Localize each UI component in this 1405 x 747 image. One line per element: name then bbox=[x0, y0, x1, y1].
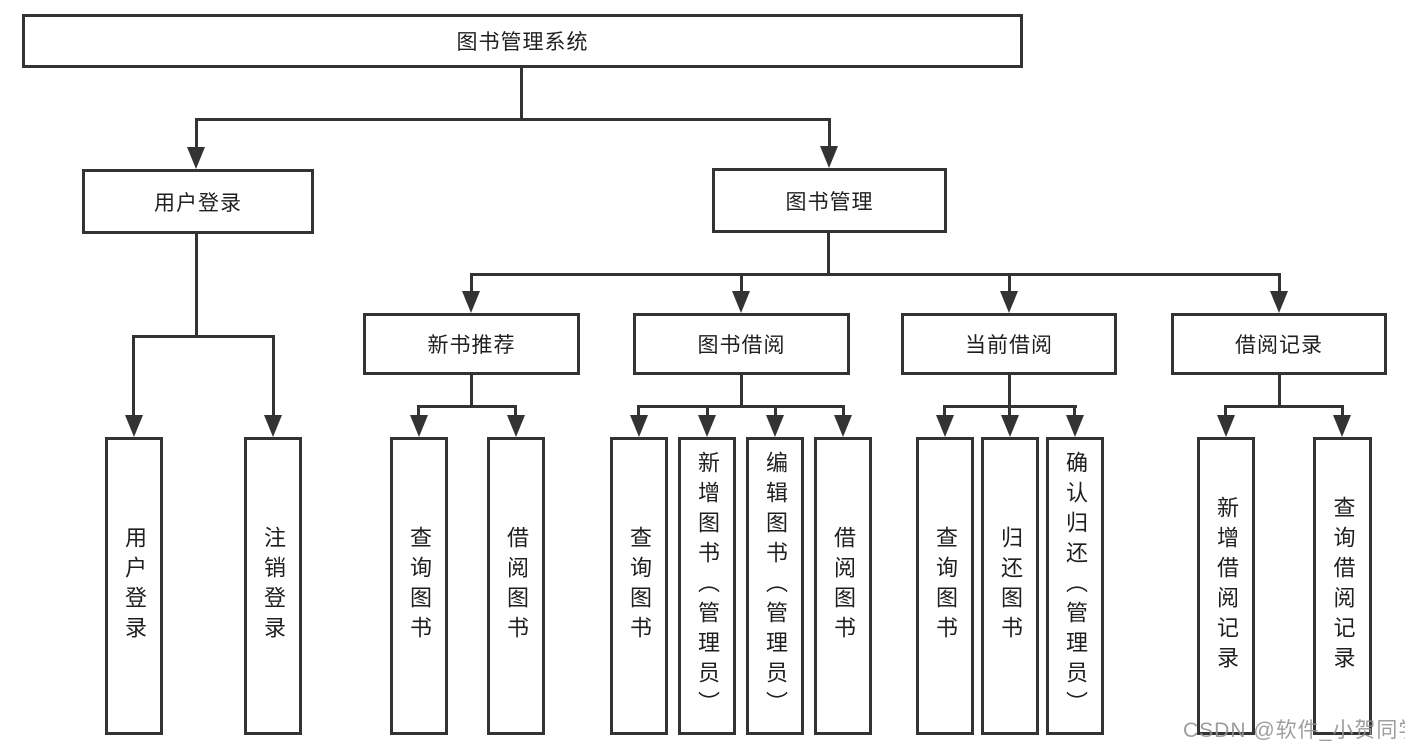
arrow-down-icon bbox=[1270, 291, 1288, 313]
leaf-cb-query-book-label: 查询图书 bbox=[933, 526, 958, 646]
arrow-down-icon bbox=[820, 146, 838, 168]
node-current-borrow-label: 当前借阅 bbox=[965, 334, 1053, 357]
leaf-user-login-label: 用户登录 bbox=[122, 526, 147, 646]
connector-borrow-record-down bbox=[1278, 375, 1281, 405]
connector-root-split bbox=[195, 118, 831, 121]
connector-level3-stem bbox=[470, 273, 473, 291]
arrow-down-icon bbox=[1333, 415, 1351, 437]
connector-leaf-stem bbox=[132, 335, 135, 415]
leaf-rec-borrow-book: 借阅图书 bbox=[487, 437, 545, 735]
node-new-book-rec-label: 新书推荐 bbox=[427, 334, 516, 357]
connector-leaf-stem bbox=[774, 405, 777, 415]
connector-new-book-rec-down bbox=[470, 375, 473, 405]
arrow-down-icon bbox=[936, 415, 954, 437]
node-root: 图书管理系统 bbox=[22, 14, 1023, 68]
connector-current-borrow-down bbox=[1008, 375, 1011, 405]
connector-book-mgmt-stem bbox=[828, 118, 831, 147]
node-user-login-label: 用户登录 bbox=[154, 191, 242, 215]
leaf-bb-edit-book: 编辑图书（管理员） bbox=[746, 437, 804, 735]
arrow-down-icon bbox=[1001, 415, 1019, 437]
leaf-bb-add-book-label: 新增图书（管理员） bbox=[695, 451, 720, 721]
node-book-mgmt-label: 图书管理 bbox=[785, 190, 874, 214]
arrow-down-icon bbox=[766, 415, 784, 437]
connector-leaf-stem bbox=[706, 405, 709, 415]
connector-book-mgmt-down bbox=[827, 233, 830, 273]
leaf-rec-query-book: 查询图书 bbox=[390, 437, 448, 735]
connector-leaf-stem bbox=[1073, 405, 1076, 415]
leaf-br-add-record: 新增借阅记录 bbox=[1197, 437, 1255, 735]
leaf-cb-query-book: 查询图书 bbox=[916, 437, 974, 735]
arrow-down-icon bbox=[1066, 415, 1084, 437]
leaf-logout-label: 注销登录 bbox=[261, 526, 286, 646]
leaf-user-login: 用户登录 bbox=[105, 437, 163, 735]
leaf-cb-return-book: 归还图书 bbox=[981, 437, 1039, 735]
connector-level3-stem bbox=[740, 273, 743, 291]
leaf-bb-query-book-label: 查询图书 bbox=[627, 526, 652, 646]
connector-book-borrow-down bbox=[740, 375, 743, 405]
arrow-down-icon bbox=[187, 147, 205, 169]
leaf-bb-borrow-book-label: 借阅图书 bbox=[831, 526, 856, 646]
connector-leaf-stem bbox=[842, 405, 845, 415]
connector-user-login-down bbox=[195, 234, 198, 335]
node-book-borrow: 图书借阅 bbox=[633, 313, 850, 375]
connector-book-borrow-split bbox=[637, 405, 845, 408]
node-root-label: 图书管理系统 bbox=[456, 31, 589, 54]
connector-leaf-stem bbox=[637, 405, 640, 415]
arrow-down-icon bbox=[732, 291, 750, 313]
leaf-cb-return-book-label: 归还图书 bbox=[998, 526, 1023, 646]
arrow-down-icon bbox=[698, 415, 716, 437]
connector-borrow-record-split bbox=[1224, 405, 1344, 408]
leaf-bb-query-book: 查询图书 bbox=[610, 437, 668, 735]
node-current-borrow: 当前借阅 bbox=[901, 313, 1117, 375]
connector-leaf-stem bbox=[1341, 405, 1344, 415]
leaf-bb-borrow-book: 借阅图书 bbox=[814, 437, 872, 735]
node-book-borrow-label: 图书借阅 bbox=[697, 334, 786, 357]
leaf-bb-edit-book-label: 编辑图书（管理员） bbox=[763, 451, 788, 721]
arrow-down-icon bbox=[1000, 291, 1018, 313]
arrow-down-icon bbox=[125, 415, 143, 437]
leaf-br-add-record-label: 新增借阅记录 bbox=[1214, 496, 1239, 676]
leaf-cb-confirm-return-label: 确认归还（管理员） bbox=[1063, 451, 1088, 721]
leaf-br-query-record: 查询借阅记录 bbox=[1313, 437, 1372, 735]
arrow-down-icon bbox=[264, 415, 282, 437]
node-user-login: 用户登录 bbox=[82, 169, 314, 234]
arrow-down-icon bbox=[630, 415, 648, 437]
csdn-watermark: CSDN @软件_小贺同学 bbox=[1183, 719, 1405, 742]
node-borrow-record: 借阅记录 bbox=[1171, 313, 1387, 375]
connector-leaf-stem bbox=[943, 405, 946, 415]
connector-leaf-stem bbox=[272, 335, 275, 415]
leaf-br-query-record-label: 查询借阅记录 bbox=[1330, 496, 1356, 676]
connector-book-mgmt-split bbox=[470, 273, 1281, 276]
connector-leaf-stem bbox=[1008, 405, 1011, 415]
node-borrow-record-label: 借阅记录 bbox=[1235, 334, 1323, 357]
connector-leaf-stem bbox=[514, 405, 517, 415]
connector-root-stem bbox=[520, 68, 523, 118]
arrow-down-icon bbox=[507, 415, 525, 437]
leaf-logout: 注销登录 bbox=[244, 437, 302, 735]
arrow-down-icon bbox=[410, 415, 428, 437]
node-book-mgmt: 图书管理 bbox=[712, 168, 947, 233]
leaf-rec-borrow-book-label: 借阅图书 bbox=[504, 526, 529, 646]
connector-new-book-rec-split bbox=[417, 405, 517, 408]
arrow-down-icon bbox=[462, 291, 480, 313]
connector-user-login-split bbox=[132, 335, 275, 338]
connector-leaf-stem bbox=[417, 405, 420, 415]
leaf-rec-query-book-label: 查询图书 bbox=[407, 526, 432, 646]
connector-level3-stem bbox=[1008, 273, 1011, 291]
arrow-down-icon bbox=[834, 415, 852, 437]
node-new-book-rec: 新书推荐 bbox=[363, 313, 580, 375]
connector-user-login-stem bbox=[195, 118, 198, 147]
connector-leaf-stem bbox=[1224, 405, 1227, 415]
connector-level3-stem bbox=[1278, 273, 1281, 291]
leaf-bb-add-book: 新增图书（管理员） bbox=[678, 437, 736, 735]
arrow-down-icon bbox=[1217, 415, 1235, 437]
leaf-cb-confirm-return: 确认归还（管理员） bbox=[1046, 437, 1104, 735]
